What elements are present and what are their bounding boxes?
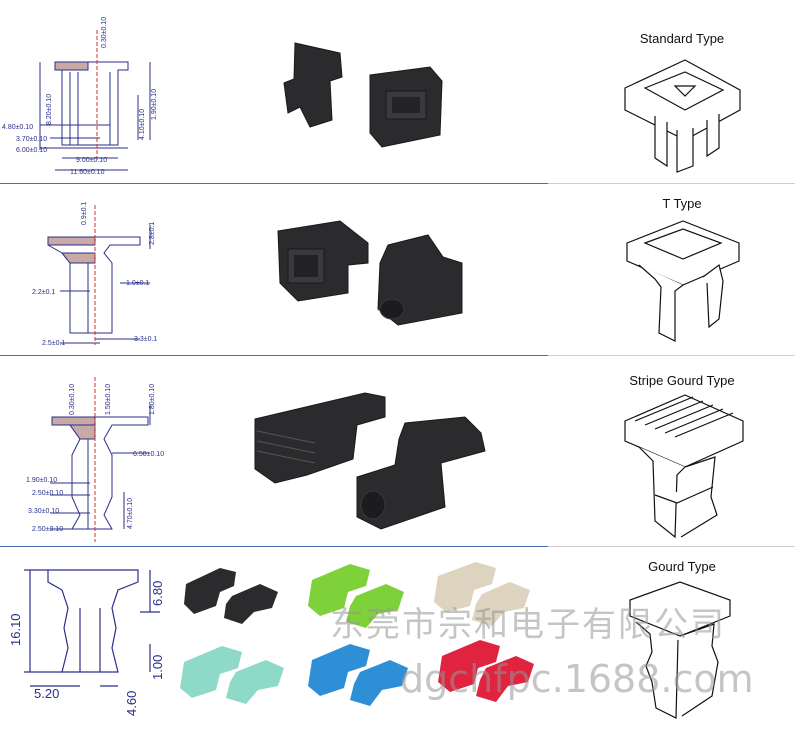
row-gourd-type: 16.10 6.80 1.00 5.20 4.60 (0, 548, 795, 731)
row-separator-1-right (548, 183, 795, 184)
standard-line-drawing (624, 59, 741, 173)
dim-stripe-5: 2.50±0.10 (32, 490, 63, 497)
row-separator-3-right (548, 546, 795, 547)
dim-gourd-0: 16.10 (8, 613, 23, 646)
standard-dimension-drawing: 0.30±0.10 8.20±0.10 4.80±0.10 3.70±0.10 … (2, 17, 158, 176)
row-separator-3 (0, 546, 548, 547)
dim-t-2: 2.2±0.1 (32, 289, 55, 296)
stripe-product-photo (254, 392, 486, 530)
dim-gourd-4: 4.60 (124, 691, 139, 716)
type-title-stripe: Stripe Gourd Type (629, 373, 735, 388)
dim-gourd-1: 6.80 (150, 581, 165, 606)
dim-t-1: 2.8±0.1 (149, 222, 156, 245)
variant-green (308, 564, 404, 628)
t-line-drawing (626, 220, 740, 342)
row-separator-1 (0, 183, 548, 184)
gourd-dimension-drawing: 16.10 6.80 1.00 5.20 4.60 (8, 569, 165, 716)
type-title-standard: Standard Type (639, 31, 725, 46)
gourd-line-drawing (629, 581, 731, 719)
variant-red (438, 640, 534, 702)
dim-standard-4: 6.00±0.10 (16, 147, 47, 154)
variant-blue (308, 644, 408, 706)
dim-t-0: 0.9±0.1 (81, 202, 88, 225)
dim-stripe-2: 1.80±0.10 (149, 384, 156, 415)
gourd-color-variants-photo (180, 562, 534, 706)
dim-stripe-7: 4.70±0.10 (127, 498, 134, 529)
dim-standard-2: 4.80±0.10 (2, 124, 33, 131)
row-standard-type: 0.30±0.10 8.20±0.10 4.80±0.10 3.70±0.10 … (0, 0, 795, 184)
dim-gourd-3: 5.20 (34, 686, 59, 701)
row-t-type: 0.9±0.1 2.8±0.1 2.2±0.1 1.0±0.1 2.5±0.1 … (0, 185, 795, 355)
dim-standard-0: 0.30±0.10 (101, 17, 108, 48)
watermark-company-name: 东莞市宗和电子有限公司 (330, 605, 726, 645)
dim-t-5: 3.3±0.1 (134, 336, 157, 343)
dim-standard-8: 1.90±0.10 (151, 89, 158, 120)
dim-stripe-1: 1.50±0.10 (105, 384, 112, 415)
dim-stripe-3: 6.50±0.10 (133, 451, 164, 458)
t-dimension-drawing: 0.9±0.1 2.8±0.1 2.2±0.1 1.0±0.1 2.5±0.1 … (32, 202, 157, 347)
type-title-t: T Type (662, 196, 702, 211)
variant-beige (434, 562, 530, 626)
dim-t-4: 2.5±0.1 (42, 340, 65, 347)
dim-stripe-6: 3.30±0.10 (28, 508, 59, 515)
variant-black (184, 568, 278, 624)
row-stripe-gourd-type: 0.30±0.10 1.50±0.10 1.80±0.10 6.50±0.10 … (0, 357, 795, 547)
row-separator-2-right (548, 355, 795, 356)
dim-stripe-4: 1.90±0.10 (26, 477, 57, 484)
dim-standard-7: 4.10±0.10 (139, 109, 146, 140)
row-separator-2 (0, 355, 548, 356)
stripe-dimension-drawing: 0.30±0.10 1.50±0.10 1.80±0.10 6.50±0.10 … (26, 377, 164, 542)
type-title-gourd: Gourd Type (648, 559, 716, 574)
stripe-line-drawing (624, 394, 744, 539)
dim-stripe-8: 2.50±0.10 (32, 526, 63, 533)
dim-stripe-0: 0.30±0.10 (69, 384, 76, 415)
dim-gourd-2: 1.00 (150, 655, 165, 680)
standard-product-photo (283, 42, 443, 148)
watermark-url: dgchfpc.1688.com (400, 657, 754, 701)
dim-standard-5: 9.00±0.10 (76, 157, 107, 164)
variant-mint (180, 646, 284, 704)
dim-t-3: 1.0±0.1 (126, 280, 149, 287)
dim-standard-3: 3.70±0.10 (16, 136, 47, 143)
dim-standard-1: 8.20±0.10 (46, 94, 53, 125)
dim-standard-6: 11.60±0.10 (70, 169, 105, 176)
t-product-photo (277, 220, 463, 326)
